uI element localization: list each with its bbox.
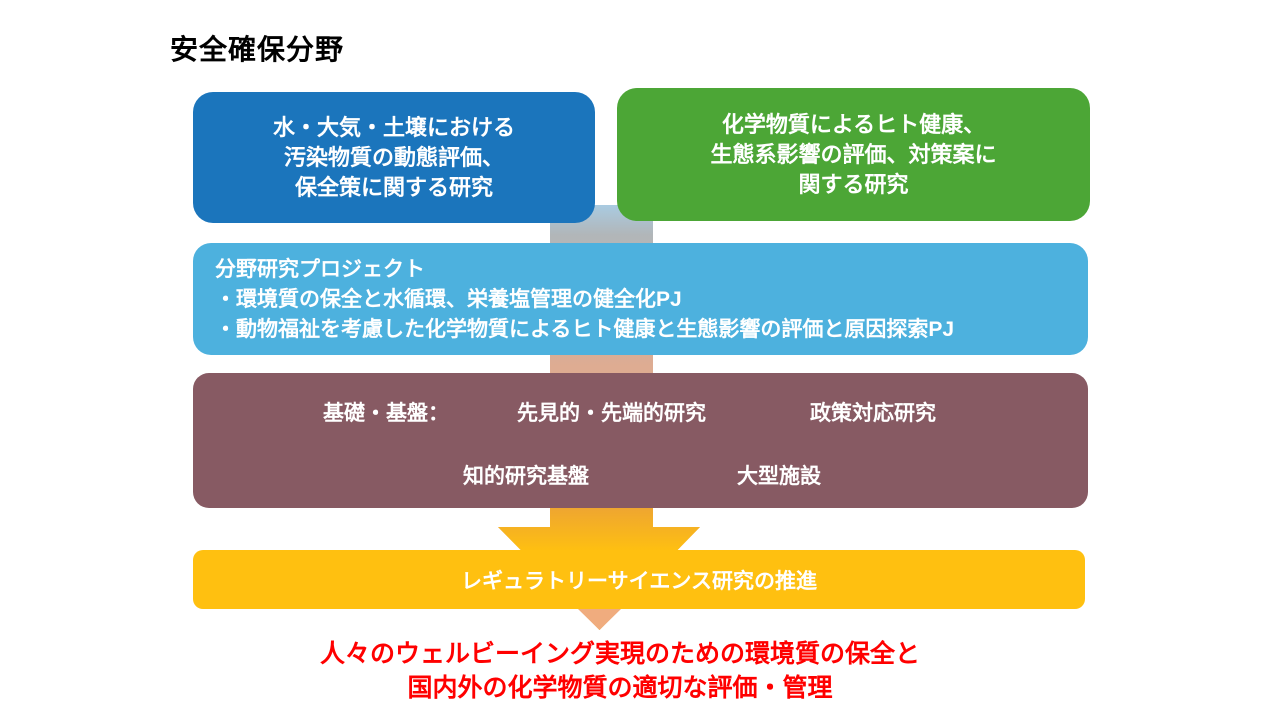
foundation-large-facility: 大型施設 bbox=[737, 465, 821, 488]
goal-text-line: 人々のウェルビーイング実現のための環境質の保全と bbox=[319, 640, 920, 668]
foundation-foresight-research: 先見的・先端的研究 bbox=[517, 402, 706, 425]
water-box-line: 汚染物質の動態評価、 bbox=[283, 144, 504, 170]
water-air-soil-box: 水・大気・土壌における 汚染物質の動態評価、 保全策に関する研究 bbox=[193, 92, 595, 223]
field-projects-box: 分野研究プロジェクト ・環境質の保全と水循環、栄養塩管理の健全化PJ ・動物福祉… bbox=[193, 243, 1088, 355]
chem-box-line: 生態系影響の評価、対策案に bbox=[710, 141, 997, 167]
chem-box-line: 化学物質によるヒト健康、 bbox=[721, 111, 986, 137]
foundation-box: 基礎・基盤： 先見的・先端的研究 政策対応研究 知的研究基盤 大型施設 bbox=[193, 373, 1088, 508]
promotion-box: レギュラトリーサイエンス研究の推進 bbox=[193, 550, 1085, 609]
flow-arrow-peach-tip bbox=[578, 609, 621, 630]
foundation-intellectual-base: 知的研究基盤 bbox=[463, 465, 589, 488]
foundation-policy-research: 政策対応研究 bbox=[810, 402, 936, 425]
goal-text-line: 国内外の化学物質の適切な評価・管理 bbox=[407, 674, 833, 702]
field-projects-item: ・環境質の保全と水循環、栄養塩管理の健全化PJ bbox=[215, 288, 682, 311]
water-box-line: 保全策に関する研究 bbox=[294, 174, 493, 200]
slide-title: 安全確保分野 bbox=[170, 34, 345, 65]
foundation-label: 基礎・基盤： bbox=[323, 402, 449, 425]
field-projects-heading: 分野研究プロジェクト bbox=[215, 258, 425, 281]
chem-box-line: 関する研究 bbox=[798, 171, 909, 197]
goal-text: 人々のウェルビーイング実現のための環境質の保全と 国内外の化学物質の適切な評価・… bbox=[150, 637, 1090, 705]
promotion-label: レギュラトリーサイエンス研究の推進 bbox=[461, 569, 817, 593]
field-projects-item: ・動物福祉を考慮した化学物質によるヒト健康と生態影響の評価と原因探索PJ bbox=[215, 318, 955, 341]
chemical-health-box: 化学物質によるヒト健康、 生態系影響の評価、対策案に 関する研究 bbox=[617, 88, 1090, 221]
water-box-line: 水・大気・土壌における bbox=[272, 114, 515, 140]
